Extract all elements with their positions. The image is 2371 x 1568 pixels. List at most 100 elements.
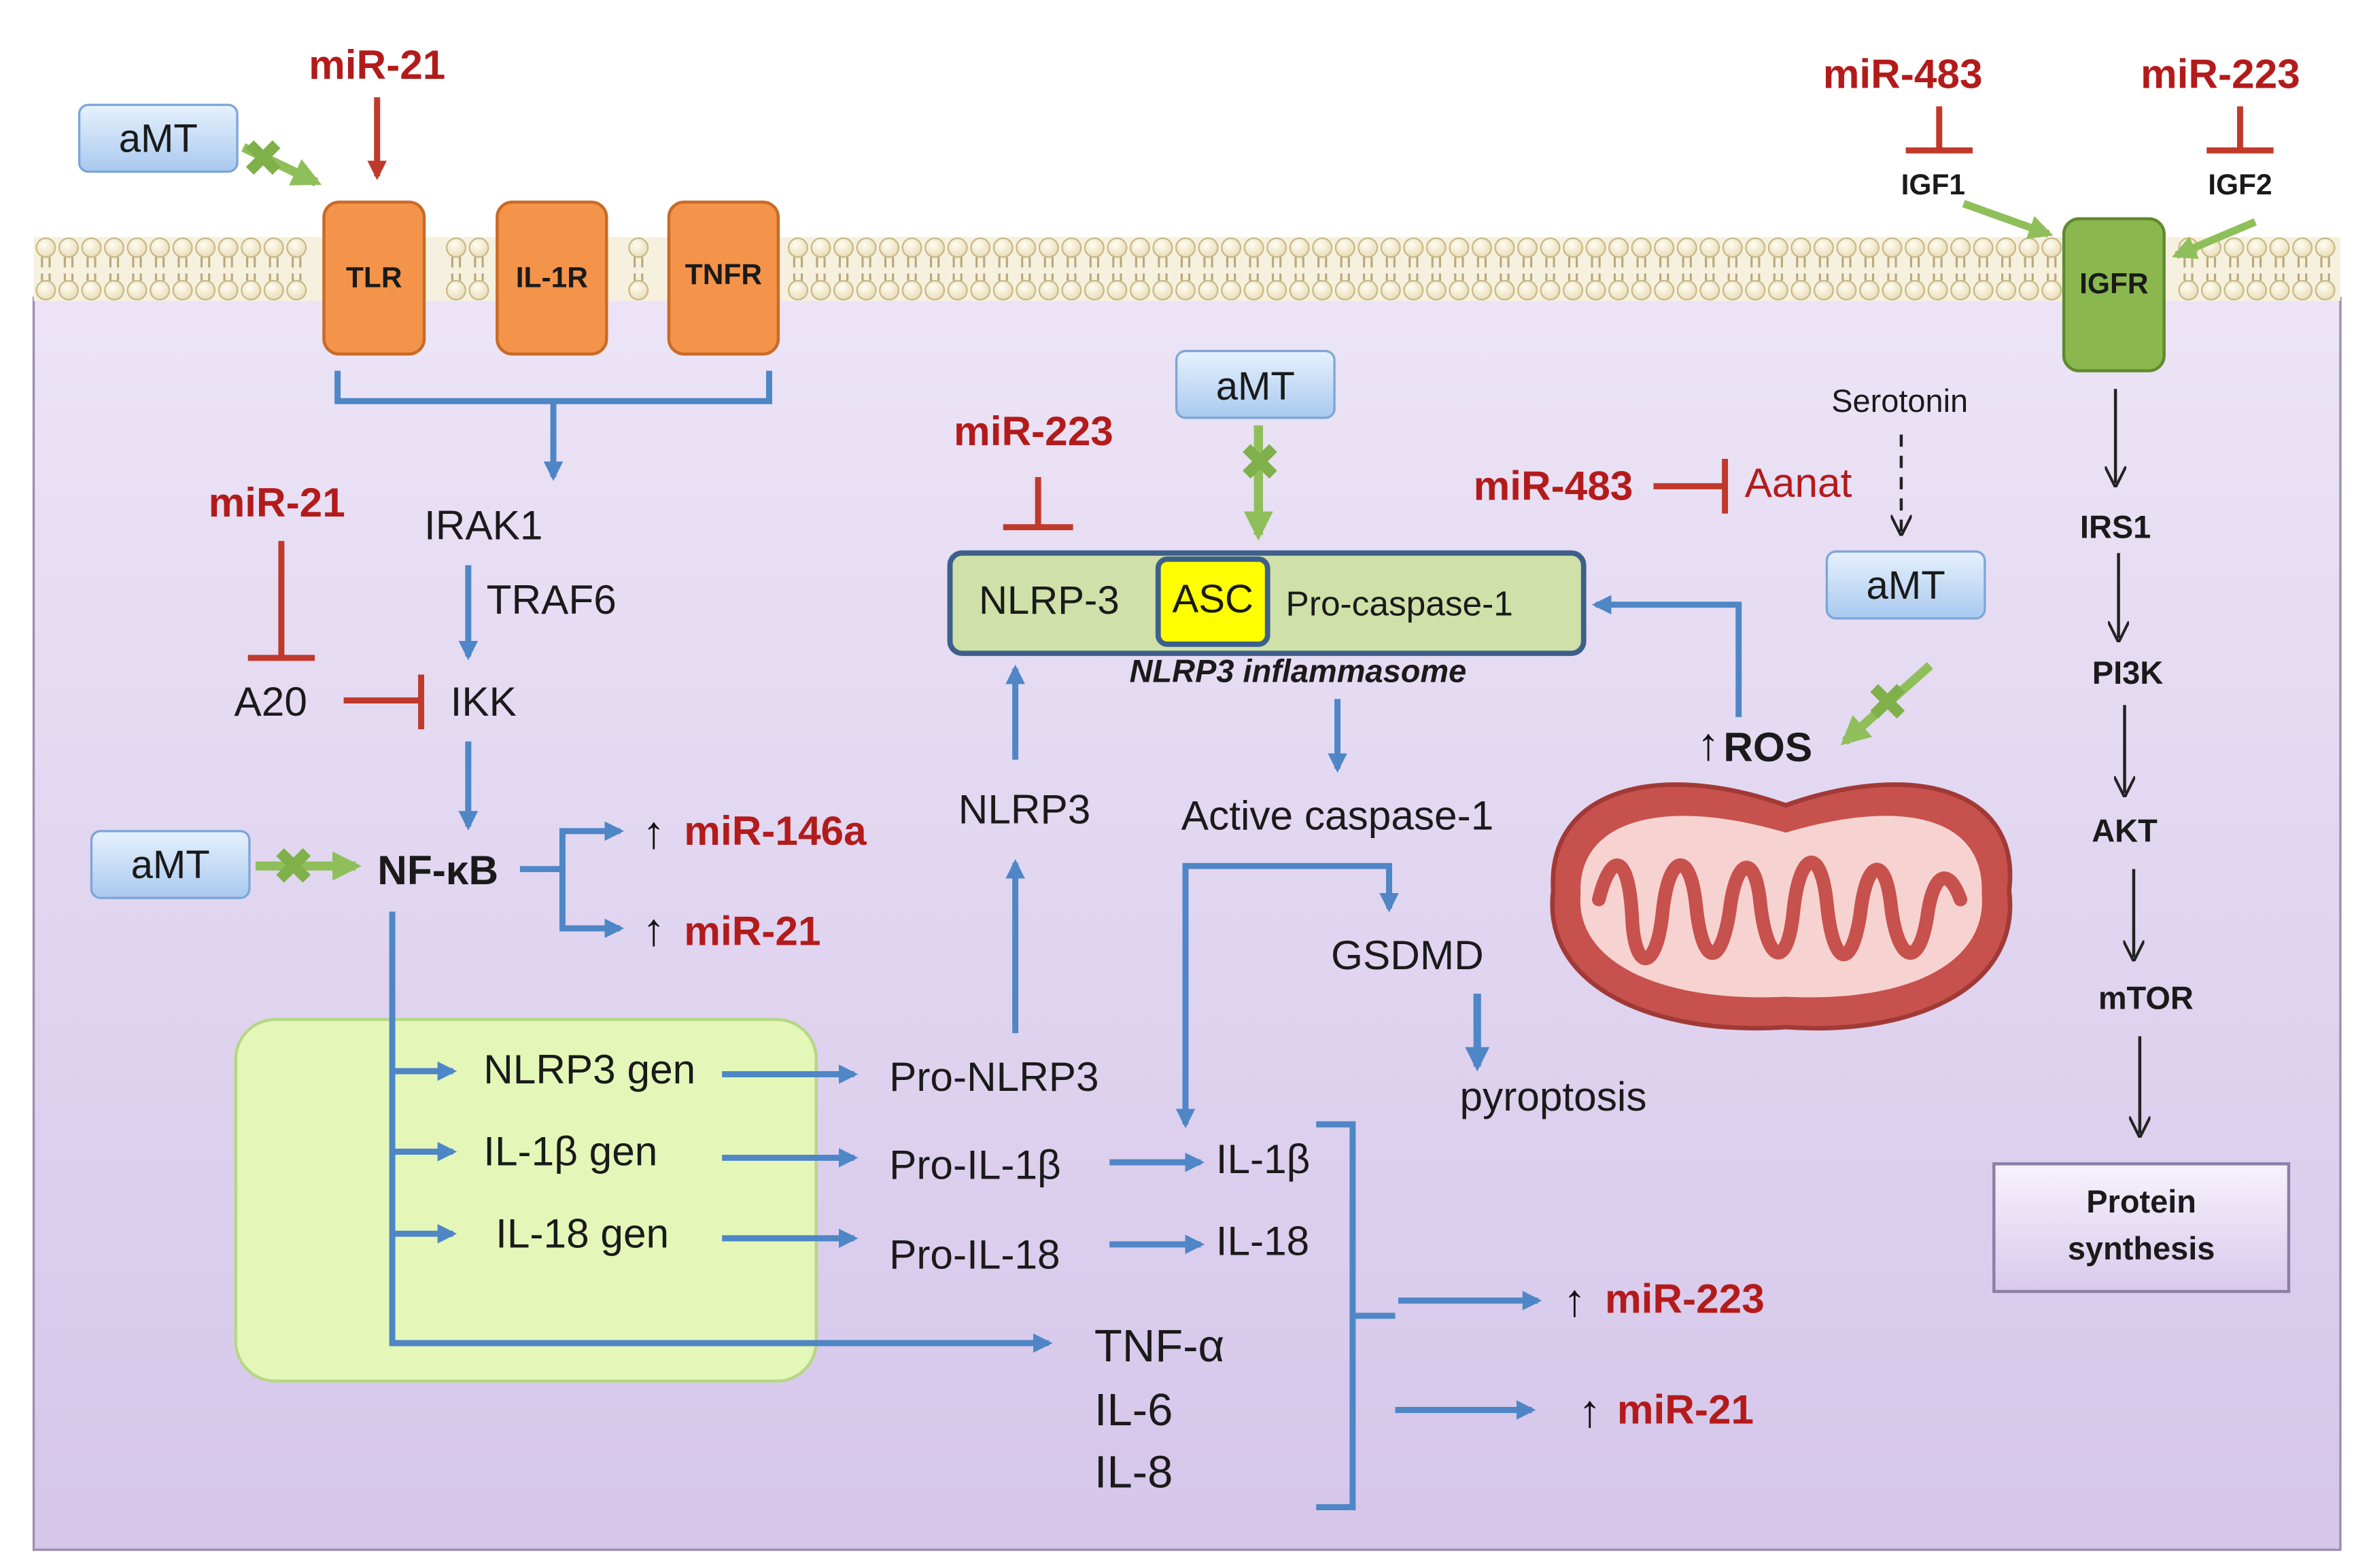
lipid-tail	[1454, 257, 1464, 281]
lipid-head	[924, 237, 946, 258]
lipid-head	[1471, 237, 1492, 258]
lipid-head	[150, 279, 171, 300]
lipid-tail	[1408, 257, 1419, 281]
lipid-tail	[1500, 257, 1510, 281]
lipid-tail	[246, 257, 256, 281]
lipid-tail	[2024, 257, 2034, 281]
lipid-head	[1654, 279, 1675, 300]
lipid-head	[2018, 237, 2039, 258]
lipid-head	[2041, 279, 2062, 300]
lipid-tail	[793, 257, 803, 281]
lipid-tail	[63, 257, 74, 281]
lipid-tail	[816, 257, 826, 281]
mitochondrion-icon	[1550, 782, 2013, 1031]
lipid-head	[81, 237, 102, 258]
pi3k-label: PI3K	[2092, 655, 2163, 691]
lipid-tail	[269, 257, 279, 281]
lipid-head	[992, 237, 1014, 258]
a20-label: A20	[235, 678, 307, 725]
lipid-tail	[1158, 257, 1168, 281]
lipid-head	[1380, 237, 1401, 258]
lipid-tail	[1385, 257, 1396, 281]
lipid-head	[1289, 279, 1310, 300]
amt-box-nfkb	[90, 830, 251, 899]
il1b-label: IL-1β	[1216, 1136, 1311, 1182]
lipid-tail	[2206, 257, 2217, 281]
lipid-tail	[1727, 257, 1737, 281]
lipid-head	[445, 279, 466, 300]
lipid-head	[1950, 279, 1971, 300]
lipid-tail	[1067, 257, 1077, 281]
lipid-head	[1540, 279, 1561, 300]
lipid-head	[81, 279, 102, 300]
lipid-tail	[634, 257, 644, 281]
lipid-head	[1905, 279, 1926, 300]
lipid-head	[1882, 279, 1903, 300]
inflammasome-caption: NLRP3 inflammasome	[1130, 654, 1467, 689]
amt-label-tlr: aMT	[119, 117, 198, 161]
lipid-head	[1221, 279, 1242, 300]
lipid-head	[1038, 237, 1059, 258]
lipid-head	[1061, 279, 1082, 300]
lipid-head	[787, 279, 808, 300]
lipid-tail	[109, 257, 120, 281]
nfkb-mirna-branch	[519, 828, 611, 932]
lipid-head	[2223, 237, 2245, 258]
asc-box	[1155, 556, 1270, 647]
lipid-tail	[1340, 257, 1350, 281]
lipid-head	[1540, 237, 1561, 258]
lipid-head	[1175, 237, 1196, 258]
lipid-head	[241, 237, 262, 258]
lipid-tail	[1864, 257, 1875, 281]
lipid-head	[1654, 237, 1675, 258]
lipid-head	[787, 237, 808, 258]
lipid-head	[1563, 279, 1584, 300]
nfkb-gene-trunk	[389, 911, 1053, 1353]
lipid-tail	[2229, 257, 2239, 281]
lipid-head	[856, 279, 877, 300]
il1r-receptor	[496, 201, 608, 356]
block-x-icon-inflammasome: ✖	[1239, 434, 1282, 491]
lipid-head	[901, 237, 922, 258]
lipid-head	[1198, 279, 1219, 300]
lipid-head	[1175, 279, 1196, 300]
lipid-tail	[2183, 257, 2194, 281]
lipid-tail	[1135, 257, 1145, 281]
lipid-tail	[2274, 257, 2285, 281]
lipid-tail	[1955, 257, 1966, 281]
lipid-head	[263, 237, 284, 258]
caspase-to-gsdmd-il1b-connector	[1175, 863, 1399, 1128]
asc-label: ASC	[1172, 577, 1253, 621]
lipid-tail	[1271, 257, 1282, 281]
lipid-head	[1517, 237, 1538, 258]
pro-nlrp3-label: Pro-NLRP3	[889, 1053, 1099, 1100]
lipid-head	[150, 237, 171, 258]
lipid-head	[947, 279, 968, 300]
nlrp3-gen-label: NLRP3 gen	[483, 1046, 695, 1092]
lipid-head	[1858, 237, 1880, 258]
lipid-head	[1699, 279, 1720, 300]
lipid-head	[126, 237, 148, 258]
lipid-tail	[998, 257, 1008, 281]
lipid-head	[1312, 279, 1333, 300]
lipid-tail	[223, 257, 233, 281]
tnfr-receptor	[667, 201, 780, 356]
amt-label-nfkb: aMT	[131, 843, 210, 887]
lipid-head	[1016, 237, 1037, 258]
lipid-head	[833, 237, 854, 258]
lipid-head	[1927, 237, 1948, 258]
protein-synthesis-box	[1992, 1162, 2291, 1293]
lipid-tail	[132, 257, 142, 281]
lipid-head	[1084, 279, 1105, 300]
lipid-head	[1563, 237, 1584, 258]
lipid-tail	[1522, 257, 1533, 281]
lipid-head	[1699, 237, 1720, 258]
amt-label-inflammasome: aMT	[1216, 364, 1295, 408]
mir483-aanat-label: miR-483	[1474, 462, 1633, 508]
lipid-head	[901, 279, 922, 300]
lipid-head	[1403, 237, 1424, 258]
lipid-tail	[86, 257, 97, 281]
lipid-head	[1608, 279, 1629, 300]
nlrp3-free-label: NLRP3	[958, 786, 1091, 833]
lipid-tail	[1112, 257, 1122, 281]
